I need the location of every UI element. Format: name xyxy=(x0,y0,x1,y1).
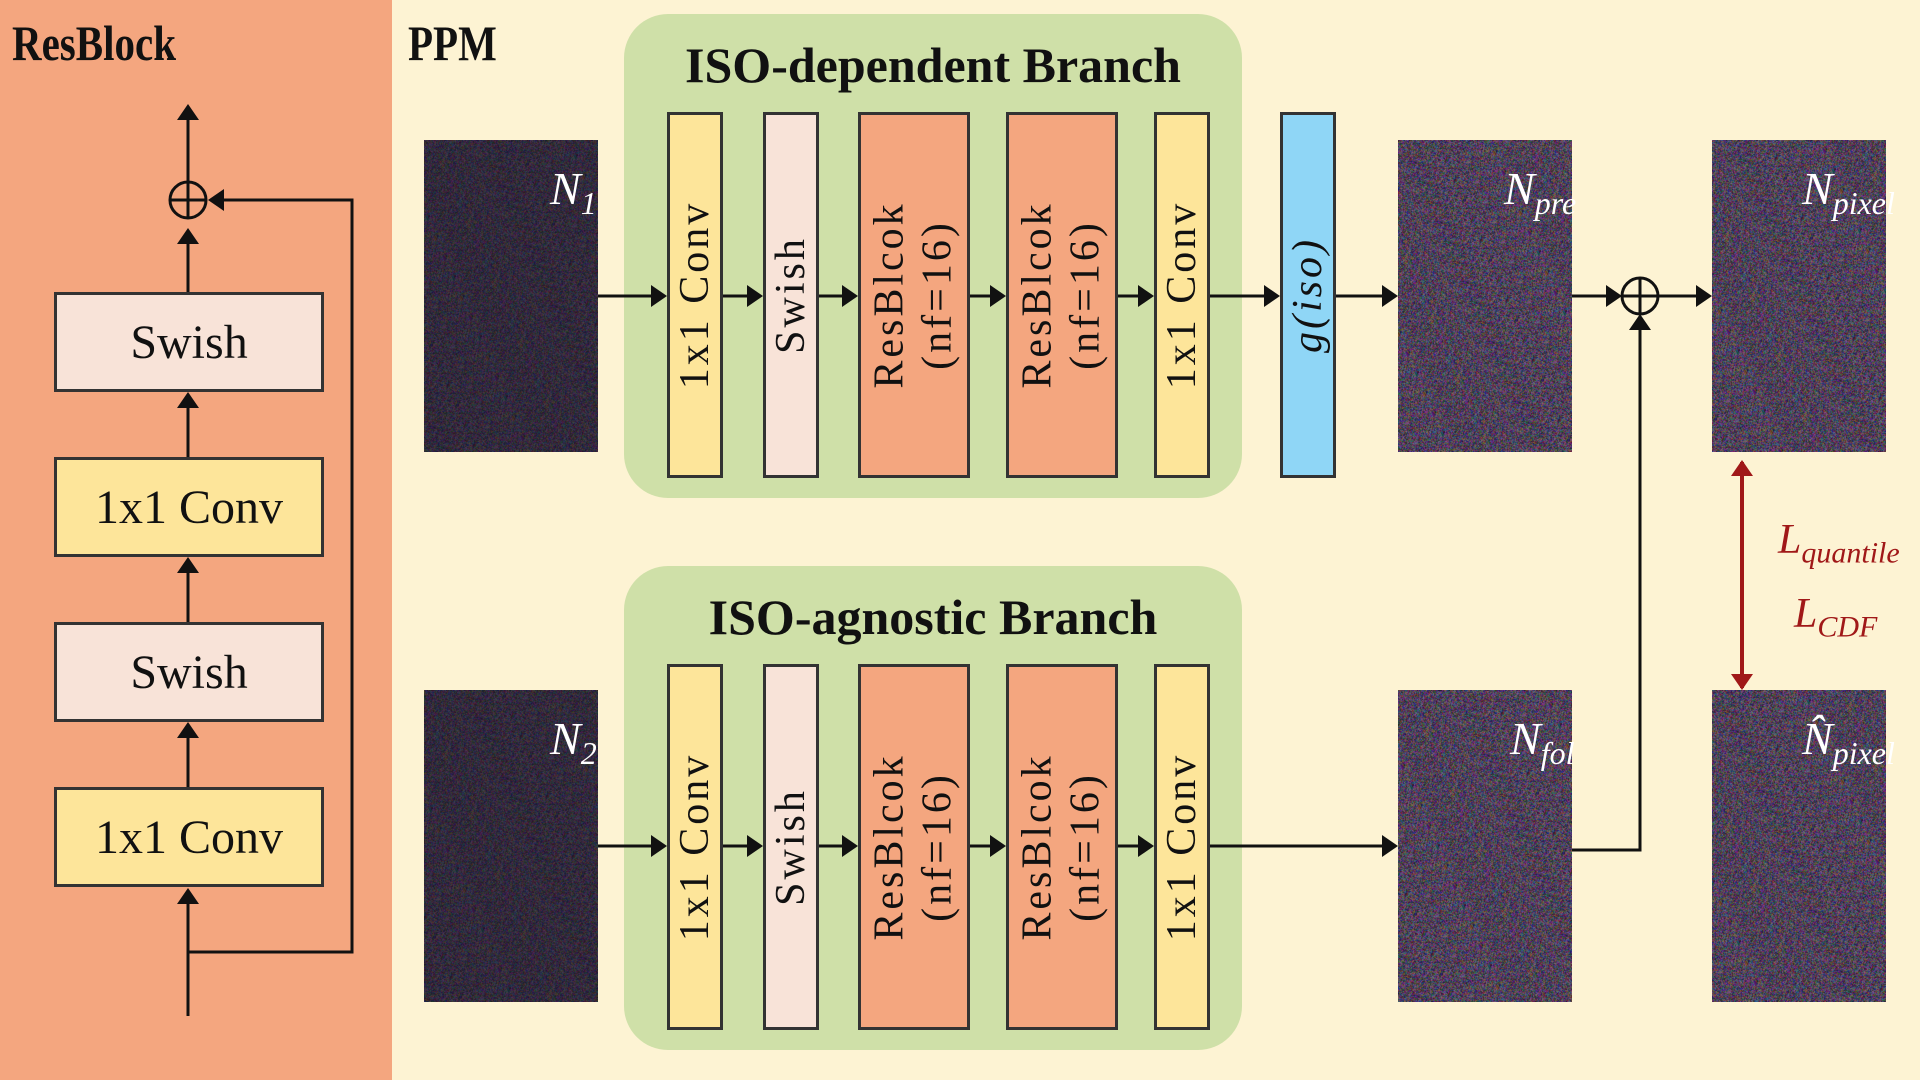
g-iso-block: g(iso) xyxy=(1280,112,1336,478)
noise-map-npre xyxy=(1398,140,1572,452)
agn-conv1-block: 1x1 Conv xyxy=(667,664,723,1030)
ppm-title: PPM xyxy=(408,15,497,71)
agn-res2-block: ResBlcok(nf=16) xyxy=(1006,664,1118,1030)
dep-swish-block: Swish xyxy=(763,112,819,478)
label-n1: N1 xyxy=(550,163,597,222)
agn-swish-block: Swish xyxy=(763,664,819,1030)
iso-dependent-branch-title: ISO-dependent Branch xyxy=(685,37,1181,93)
label-nfol: Nfol xyxy=(1510,713,1575,772)
iso-agnostic-branch-title: ISO-agnostic Branch xyxy=(708,589,1158,645)
loss-quantile: Lquantile xyxy=(1778,517,1900,570)
noise-map-npixel-hat xyxy=(1712,690,1886,1002)
agn-res1-block: ResBlcok(nf=16) xyxy=(858,664,970,1030)
dep-conv2-block: 1x1 Conv xyxy=(1154,112,1210,478)
dep-res2-block: ResBlcok(nf=16) xyxy=(1006,112,1118,478)
resblock-conv-top: 1x1 Conv xyxy=(54,457,324,557)
noise-map-n1 xyxy=(424,140,598,452)
dep-res1-block: ResBlcok(nf=16) xyxy=(858,112,970,478)
noise-map-npixel xyxy=(1712,140,1886,452)
label-npre: Npre xyxy=(1504,163,1577,222)
label-n2: N2 xyxy=(550,713,597,772)
loss-cdf: LCDF xyxy=(1794,591,1878,644)
label-npixel-hat: N̂pixel xyxy=(1802,713,1895,772)
label-npixel: Npixel xyxy=(1802,163,1895,222)
res-skip xyxy=(188,189,354,954)
noise-map-nfol xyxy=(1398,690,1572,1002)
resblock-swish-bottom: Swish xyxy=(54,622,324,722)
resblock-swish-top: Swish xyxy=(54,292,324,392)
resblock-title: ResBlock xyxy=(12,15,176,71)
resblock-conv-bottom: 1x1 Conv xyxy=(54,787,324,887)
dep-conv1-block: 1x1 Conv xyxy=(667,112,723,478)
agn-conv2-block: 1x1 Conv xyxy=(1154,664,1210,1030)
noise-map-n2 xyxy=(424,690,598,1002)
